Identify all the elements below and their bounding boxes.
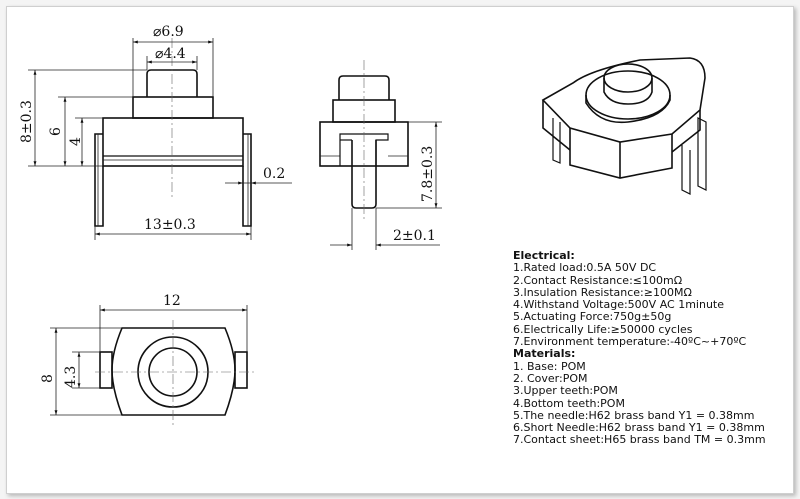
dim-dia-inner: ⌀4.4 [155, 46, 186, 62]
electrical-heading: Electrical: [513, 249, 575, 262]
materials-item: 7.Contact sheet:H65 brass band TM = 0.3m… [513, 433, 766, 447]
electrical-item: 6.Electrically Life:≥50000 cycles [513, 322, 693, 336]
iso-top-face [541, 57, 706, 143]
bottom-body [111, 327, 236, 416]
iso-collar [585, 70, 671, 120]
materials-item: 3.Upper teeth:POM [513, 384, 618, 398]
dim-pin-thickness: 0.2 [263, 166, 285, 182]
bottom-tab-right [234, 351, 248, 389]
materials-item: 2. Cover:POM [513, 371, 588, 385]
bottom-tab-left [99, 351, 113, 389]
materials-item: 5.The needle:H62 brass band Y1 = 0.38mm [513, 408, 755, 422]
electrical-item: 1.Rated load:0.5A 50V DC [513, 261, 657, 275]
electrical-item: 4.Withstand Voltage:500V AC 1minute [513, 298, 724, 312]
materials-heading: Materials: [513, 347, 576, 361]
electrical-item: 3.Insulation Resistance:≥100MΩ [513, 285, 692, 299]
dim-pin-length: 7.8±0.3 [420, 146, 436, 202]
iso-button [603, 63, 653, 93]
electrical-item: 2.Contact Resistance:≤100mΩ [513, 273, 683, 287]
electrical-item: 7.Environment temperature:-40ºC~+70ºC [513, 335, 747, 349]
iso-pin-back [697, 117, 707, 191]
dim-bottom-inner: 4.3 [63, 366, 79, 388]
dim-pin-width: 2±0.1 [393, 228, 436, 244]
front-cap-collar [132, 96, 214, 119]
dim-height-body: 6 [48, 127, 64, 136]
dim-height-4: 4 [68, 137, 84, 146]
drawing-frame [6, 6, 794, 494]
front-view: ⌀6.9 ⌀4.4 8±0.3 6 4 13±0.3 [19, 24, 292, 240]
materials-item: 6.Short Needle:H62 brass band Y1 = 0.38m… [513, 421, 765, 435]
materials-item: 4.Bottom teeth:POM [513, 396, 625, 410]
isometric-view [541, 57, 707, 195]
spec-panel: Electrical: 1.Rated load:0.5A 50V DC 2.C… [513, 249, 793, 447]
materials-item: 1. Base: POM [513, 359, 586, 373]
iso-front-face [569, 128, 673, 179]
electrical-item: 5.Actuating Force:750g±50g [513, 310, 672, 324]
front-pin-left [94, 133, 104, 227]
front-body [102, 117, 244, 167]
front-pin-right [242, 133, 252, 227]
dim-bottom-width: 12 [163, 293, 181, 309]
iso-pin-right [681, 145, 691, 195]
dim-width-13: 13±0.3 [144, 217, 196, 233]
side-view: 7.8±0.3 2±0.1 [319, 60, 442, 250]
iso-pin-left [552, 118, 561, 164]
bottom-view: 12 8 4.3 [40, 293, 255, 425]
dim-bottom-height: 8 [40, 374, 56, 383]
side-button [338, 75, 390, 100]
dim-height-total: 8±0.3 [19, 100, 35, 143]
dim-dia-outer: ⌀6.9 [153, 24, 184, 40]
